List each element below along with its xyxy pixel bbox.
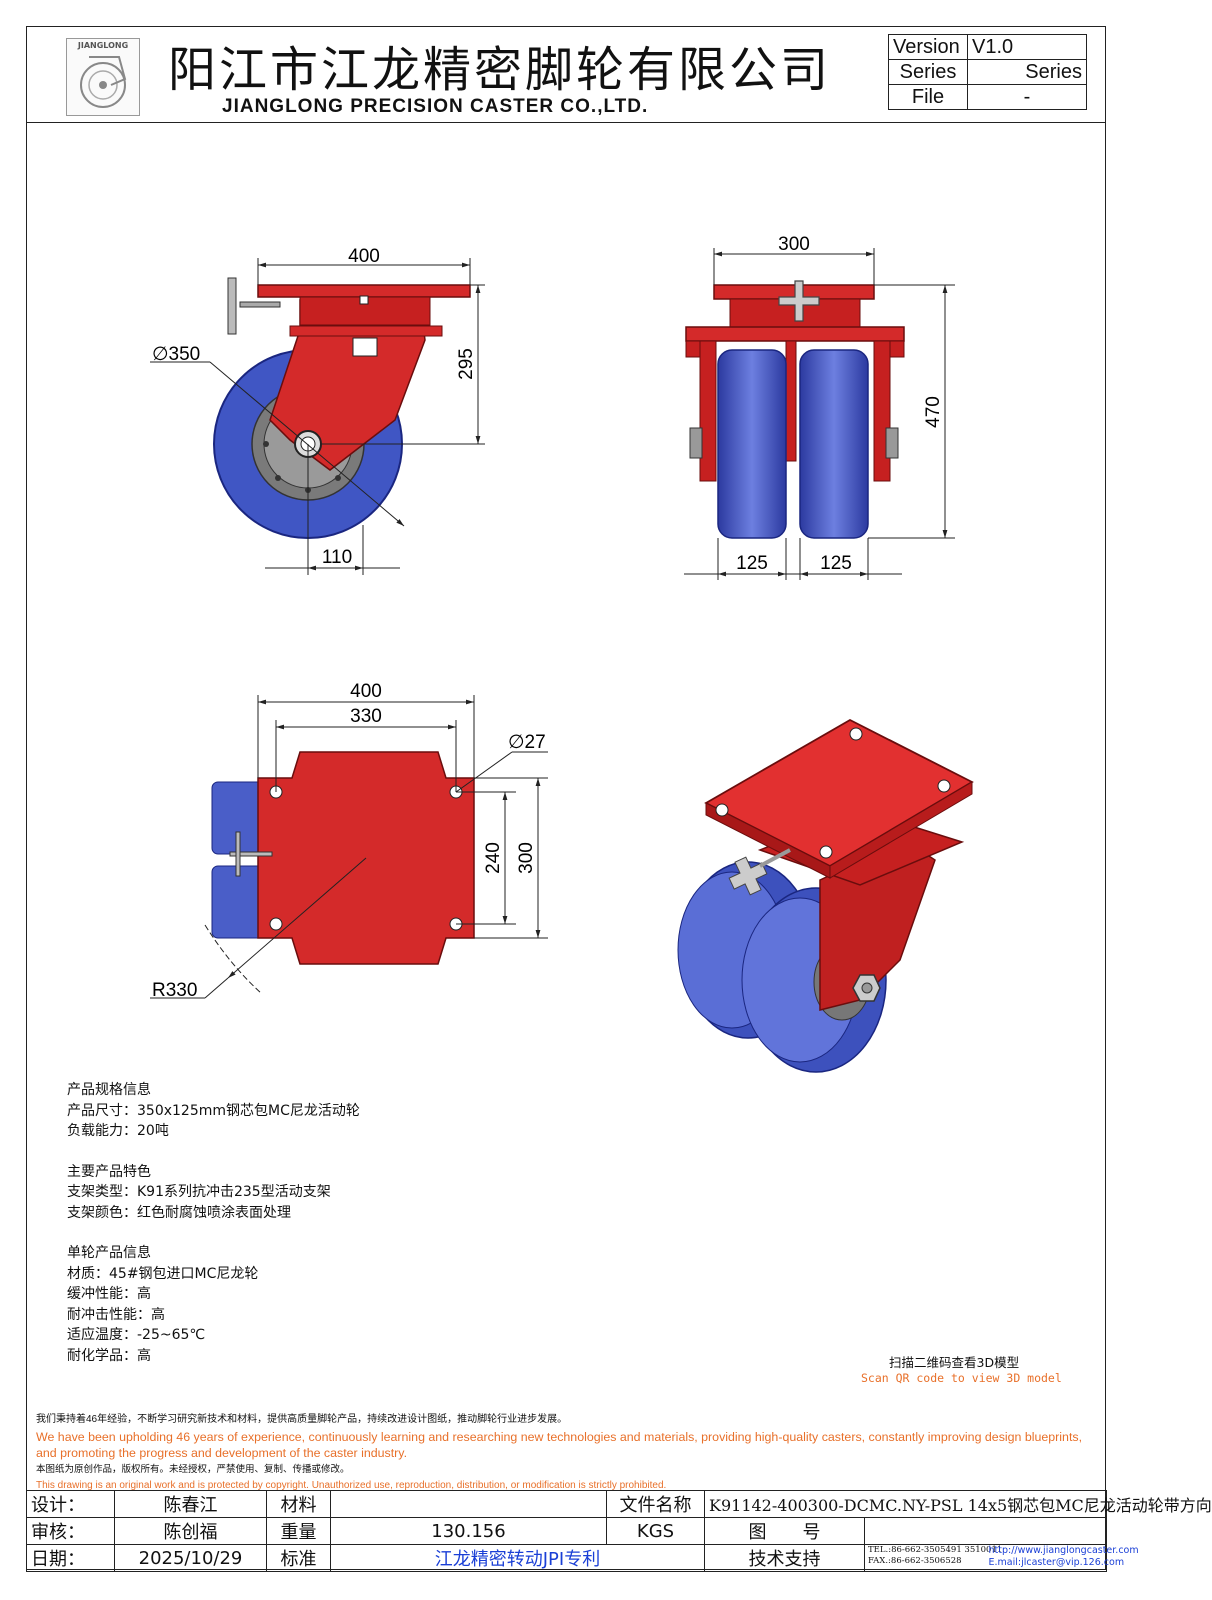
spec-features-title: 主要产品特色 <box>67 1163 151 1180</box>
dim-side-width: 400 <box>348 246 380 267</box>
spec-bracket-color: 支架颜色：红色耐腐蚀喷涂表面处理 <box>67 1204 291 1221</box>
statement-cn: 我们秉持着46年经验，不断学习研究新技术和材料，提供高质量脚轮产品，持续改进设计… <box>36 1414 568 1425</box>
title-block: 设计： 陈春江 材料 文件名称 K91142-400300-DCMC.NY-PS… <box>26 1490 1212 1572</box>
version-label: Version <box>888 34 968 60</box>
spec-load: 负载能力：20吨 <box>67 1123 169 1139</box>
isometric-view <box>677 718 974 1073</box>
dim-top-depth: 300 <box>516 842 537 874</box>
company-logo: JIANGLONG <box>66 38 140 116</box>
file-name: K91142-400300-DCMC.NY-PSL 14x5钢芯包MC尼龙活动轮… <box>703 1490 1212 1518</box>
reviewer-name: 陈创福 <box>114 1517 267 1545</box>
iso-brake-knob-icon <box>728 856 768 896</box>
spec-product-title: 产品规格信息 <box>67 1082 151 1098</box>
front-wheel-left <box>717 349 787 539</box>
dim-front-width: 300 <box>778 234 810 255</box>
website-link[interactable]: http://www.jianglongcaster.com <box>988 1545 1139 1556</box>
weight-value: 130.156 <box>330 1517 607 1545</box>
dim-wheel-diameter: ∅350 <box>152 344 200 365</box>
standard-label: 标准 <box>266 1544 331 1572</box>
company-name-en: JIANGLONG PRECISION CASTER CO.,LTD. <box>222 96 649 117</box>
top-view: 400 330 ∅27 240 300 R330 <box>150 681 548 1001</box>
logo-text: JIANGLONG <box>77 41 129 50</box>
side-view: 400 295 110 ∅350 <box>150 246 485 575</box>
support-label: 技术支持 <box>704 1544 865 1572</box>
spec-bracket-type: 支架类型：K91系列抗冲击235型活动支架 <box>67 1184 331 1200</box>
company-statement: 我们秉持着46年经验，不断学习研究新技术和材料，提供高质量脚轮产品，持续改进设计… <box>36 1412 1096 1495</box>
company-name-cn: 阳江市江龙精密脚轮有限公司 <box>168 42 832 98</box>
weight-unit: KGS <box>606 1517 705 1545</box>
tel-text: TEL.:86-662-3505491 3510011 <box>868 1545 1003 1555</box>
qr-caption-en: Scan QR code to view 3D model <box>861 1371 1062 1385</box>
weight-label: 重量 <box>266 1517 331 1545</box>
spec-wheel-title: 单轮产品信息 <box>67 1245 151 1261</box>
file-name-label: 文件名称 <box>606 1490 705 1518</box>
dim-offset: 110 <box>322 547 352 568</box>
dim-hole-diameter: ∅27 <box>508 732 546 753</box>
copyright-cn: 本图纸为原创作品，版权所有。未经授权，严禁使用、复制、传播或修改。 <box>36 1463 350 1475</box>
caster-drawings: 400 295 110 ∅350 300 470 <box>150 234 974 1073</box>
spec-material: 材质：45#钢包进口MC尼龙轮 <box>67 1265 259 1282</box>
review-label: 审核： <box>26 1517 115 1545</box>
dim-top-width: 400 <box>350 681 382 702</box>
spec-size: 产品尺寸：350x125mm钢芯包MC尼龙活动轮 <box>67 1102 360 1119</box>
design-label: 设计： <box>26 1490 115 1518</box>
dim-wheel-width-left: 125 <box>736 553 768 574</box>
spec-notes: 产品规格信息 产品尺寸：350x125mm钢芯包MC尼龙活动轮 负载能力：20吨… <box>67 1080 360 1366</box>
spec-cushion: 缓冲性能：高 <box>67 1286 151 1302</box>
material-value <box>330 1490 607 1518</box>
dim-wheel-width-right: 125 <box>820 553 852 574</box>
material-label: 材料 <box>266 1490 331 1518</box>
brake-knob-icon <box>778 280 820 322</box>
drawing-no-value <box>863 1517 1108 1545</box>
spec-chemical: 耐化学品：高 <box>67 1347 151 1364</box>
statement-en: We have been upholding 46 years of exper… <box>36 1429 1083 1461</box>
dim-bolt-span-x: 330 <box>350 706 382 727</box>
front-wheel-right <box>799 349 869 539</box>
series-value: Series <box>967 59 1087 85</box>
date-value: 2025/10/29 <box>114 1544 267 1572</box>
dim-front-height: 470 <box>923 396 944 428</box>
qr-caption-cn: 扫描二维码查看3D模型 <box>889 1355 1020 1370</box>
file-value: - <box>967 84 1087 110</box>
spec-temperature: 适应温度：-25~65℃ <box>67 1327 206 1343</box>
dim-swivel-radius: R330 <box>152 980 197 1001</box>
front-view: 300 470 125 125 <box>684 234 955 580</box>
caster-logo-icon <box>80 56 127 108</box>
copyright-en: This drawing is an original work and is … <box>36 1480 667 1491</box>
standard-value: 江龙精密转动JPI专利 <box>330 1544 705 1572</box>
email-link[interactable]: E.mail:jlcaster@vip.126.com <box>988 1557 1125 1568</box>
dim-side-height: 295 <box>456 348 477 380</box>
dim-bolt-span-y: 240 <box>483 842 504 874</box>
header-divider <box>26 122 1106 123</box>
side-top-plate <box>257 284 471 298</box>
drawing-no-label: 图 号 <box>704 1517 865 1545</box>
date-label: 日期： <box>26 1544 115 1572</box>
spec-impact: 耐冲击性能：高 <box>67 1306 165 1323</box>
front-fork-right <box>873 340 891 482</box>
fax-text: FAX.:86-662-3506528 <box>868 1556 962 1566</box>
contact-info: TEL.:86-662-3505491 3510011 FAX.:86-662-… <box>863 1544 1139 1572</box>
designer-name: 陈春江 <box>114 1490 267 1518</box>
front-fork-left <box>699 340 717 482</box>
